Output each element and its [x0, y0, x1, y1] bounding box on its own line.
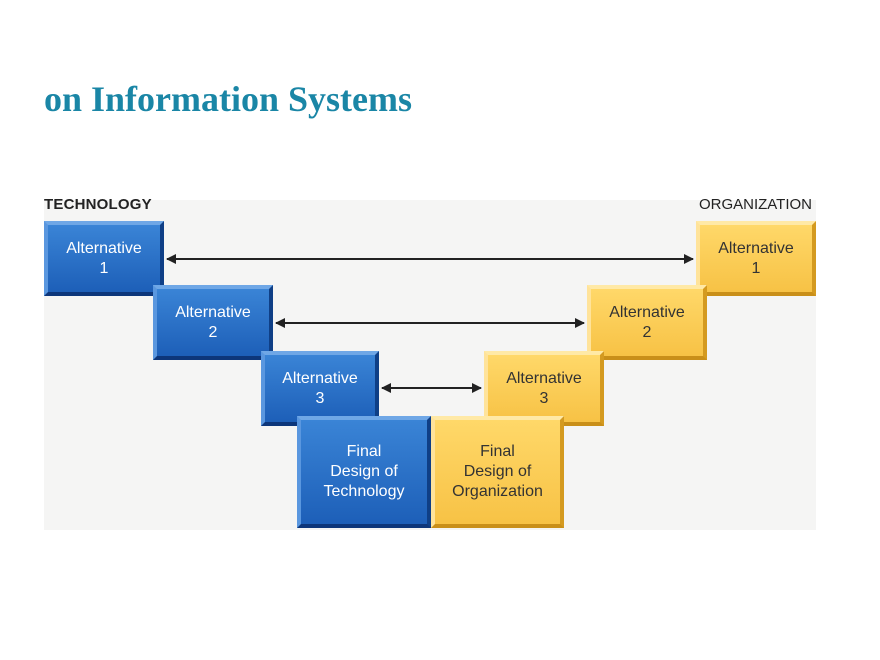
- organization-alternative-3-box: Alternative 3: [484, 351, 604, 426]
- technology-label: TECHNOLOGY: [44, 196, 152, 213]
- slide-title: on Information Systems: [44, 79, 413, 119]
- final-design-technology-box: Final Design of Technology: [297, 416, 431, 528]
- organization-label: ORGANIZATION: [698, 196, 812, 213]
- technology-alternative-3-box: Alternative 3: [261, 351, 379, 426]
- final-design-organization-box: Final Design of Organization: [431, 416, 564, 528]
- organization-alternative-1-box: Alternative 1: [696, 221, 816, 296]
- technology-alternative-2-box: Alternative 2: [153, 285, 273, 360]
- organization-alternative-2-box: Alternative 2: [587, 285, 707, 360]
- technology-alternative-1-box: Alternative 1: [44, 221, 164, 296]
